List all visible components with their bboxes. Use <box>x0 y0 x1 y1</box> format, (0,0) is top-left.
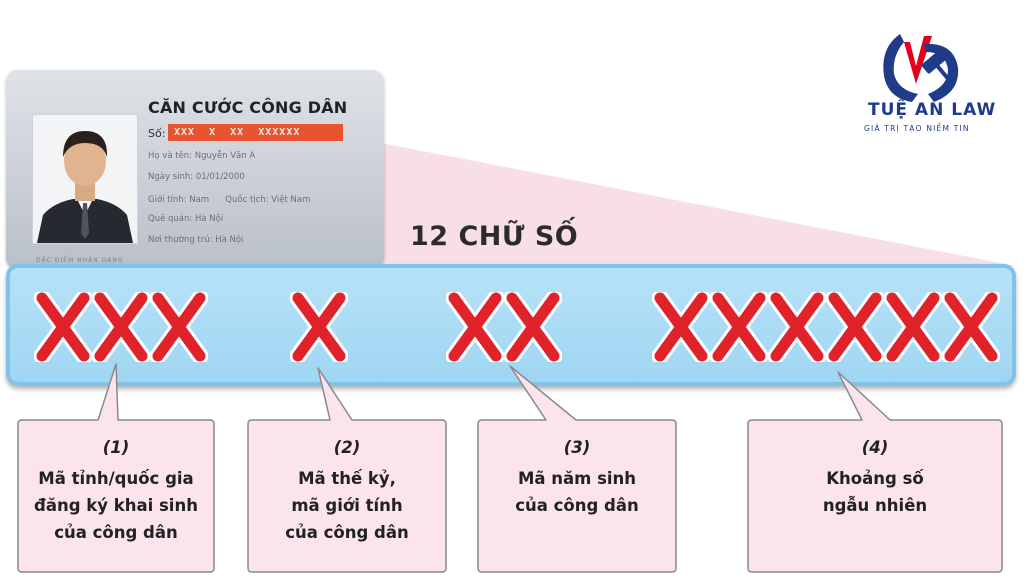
callout-text-2: (2) Mã thế kỷ, mã giới tính của công dân <box>248 434 446 546</box>
callout-line: Mã năm sinh <box>517 469 637 488</box>
callout-number-4: (4) <box>861 438 889 457</box>
digit-group-1 <box>34 292 208 362</box>
card-field-name: Họ và tên: Nguyễn Văn A <box>148 151 256 161</box>
card-field-dob: Ngày sinh: 01/01/2000 <box>148 172 245 182</box>
callout-text-3: (3) Mã năm sinh của công dân <box>478 434 676 519</box>
x-digit-mark <box>710 292 768 362</box>
callout-number-3: (3) <box>563 438 591 457</box>
card-field-hometown: Quê quán: Hà Nội <box>148 214 224 224</box>
card-number-label: Số: <box>148 127 166 140</box>
callout-line: của công dân <box>515 496 639 515</box>
callout-text-4: (4) Khoảng số ngẫu nhiên <box>748 434 1002 519</box>
card-bottom-text: ĐẶC ĐIỂM NHẬN DẠNG <box>36 257 124 264</box>
card-field-residence: Nơi thường trú: Hà Nội <box>148 235 244 245</box>
citizen-photo <box>32 114 138 244</box>
callout-box-2 <box>247 367 447 573</box>
logo-name: TUỆ AN LAW <box>868 100 997 120</box>
callout-line: đăng ký khai sinh <box>34 496 198 515</box>
x-digit-mark <box>34 292 92 362</box>
x-digit-mark <box>504 292 562 362</box>
callout-number-2: (2) <box>333 438 361 457</box>
x-digit-mark <box>150 292 208 362</box>
callout-line: Mã tỉnh/quốc gia <box>38 469 194 488</box>
digit-count-heading: 12 CHỮ SỐ <box>410 221 579 252</box>
card-field-gender-nationality: Giới tính: Nam Quốc tịch: Việt Nam <box>148 195 311 205</box>
callout-box-1 <box>17 363 215 573</box>
callout-line: của công dân <box>54 523 178 542</box>
callout-box-3 <box>477 365 677 573</box>
x-digit-mark <box>942 292 1000 362</box>
callout-number-1: (1) <box>102 438 130 457</box>
x-digit-mark <box>652 292 710 362</box>
callout-box-4 <box>747 371 1003 573</box>
logo-tagline: GIÁ TRỊ TẠO NIỀM TIN <box>864 124 970 133</box>
x-digit-mark <box>92 292 150 362</box>
callout-line: mã giới tính <box>291 496 403 515</box>
card-number-value: XXX X XX XXXXXX <box>168 124 343 141</box>
x-digit-mark <box>826 292 884 362</box>
digit-group-2 <box>290 292 348 362</box>
callout-text-1: (1) Mã tỉnh/quốc gia đăng ký khai sinh c… <box>18 434 214 546</box>
tue-an-law-logo <box>883 34 959 102</box>
callout-line: Mã thế kỷ, <box>298 469 396 488</box>
callout-line: ngẫu nhiên <box>822 496 928 515</box>
x-digit-mark <box>768 292 826 362</box>
callout-line: Khoảng số <box>826 469 924 488</box>
callout-line: của công dân <box>285 523 409 542</box>
digit-group-3 <box>446 292 562 362</box>
digit-group-4 <box>652 292 1000 362</box>
id-card: CĂN CƯỚC CÔNG DÂN Số: XXX X XX XXXXXX Họ… <box>6 70 384 270</box>
card-title: CĂN CƯỚC CÔNG DÂN <box>148 98 348 117</box>
x-digit-mark <box>290 292 348 362</box>
x-digit-mark <box>446 292 504 362</box>
x-digit-mark <box>884 292 942 362</box>
